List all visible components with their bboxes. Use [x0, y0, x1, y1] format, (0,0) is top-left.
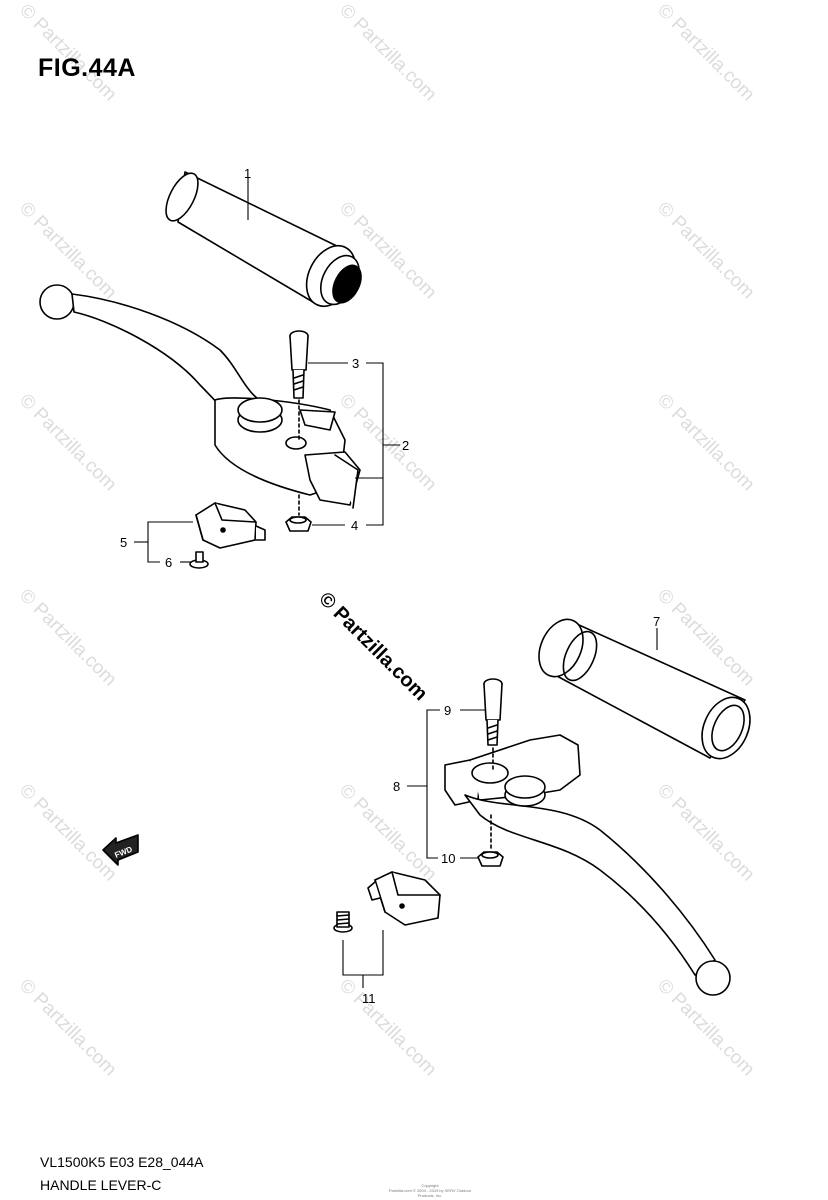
callout-10: 10 — [441, 851, 455, 866]
right-lever-assembly — [444, 734, 731, 996]
figure-title: FIG.44A — [38, 54, 136, 82]
callout-9: 9 — [444, 703, 451, 718]
nut-left — [285, 494, 312, 532]
bracket-11 — [342, 930, 384, 976]
copyright-line-2: Partzilla.com © 2004 - 2019 by SERV Outd… — [388, 1188, 472, 1198]
copyright-line-1: Copyright — [421, 1183, 439, 1188]
callout-5: 5 — [120, 535, 127, 550]
screw-left — [189, 551, 209, 569]
switch-right — [333, 871, 441, 933]
callout-2: 2 — [402, 438, 409, 453]
bracket-2 — [366, 362, 384, 526]
model-code: VL1500K5 E03 E28_044A — [40, 1154, 204, 1170]
callout-4: 4 — [351, 518, 358, 533]
callout-3: 3 — [352, 356, 359, 371]
left-grip — [165, 171, 362, 308]
copyright-notice: Copyright Partzilla.com © 2004 - 2019 by… — [380, 1183, 480, 1198]
right-grip — [538, 618, 751, 760]
left-lever-assembly — [39, 284, 361, 509]
callout-7: 7 — [653, 614, 660, 629]
callout-labels: 1 2 3 4 5 6 7 8 9 10 11 FWD — [113, 166, 660, 1006]
callout-1: 1 — [244, 166, 251, 181]
fwd-arrow — [102, 834, 139, 866]
switch-left — [195, 502, 266, 549]
pivot-bolt-right — [483, 678, 503, 771]
callout-11: 11 — [362, 991, 376, 1006]
bracket-8 — [426, 709, 440, 859]
callout-8: 8 — [393, 779, 400, 794]
leader-lines — [134, 178, 658, 988]
callout-6: 6 — [165, 555, 172, 570]
section-name: HANDLE LEVER-C — [40, 1177, 162, 1193]
nut-right — [477, 814, 504, 867]
pivot-bolt-left — [289, 330, 309, 441]
